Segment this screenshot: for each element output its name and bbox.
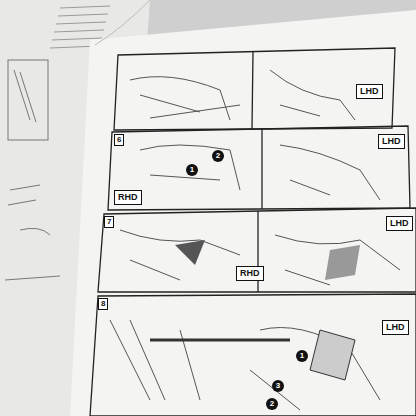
callout-number: 1 [296, 350, 308, 362]
side-tag: LHD [356, 84, 383, 99]
step-number: 8 [98, 298, 108, 310]
step-number: 6 [114, 134, 124, 146]
callout-number: 2 [266, 398, 278, 410]
callout-number: 2 [212, 150, 224, 162]
callout-number: 3 [272, 380, 284, 392]
side-tag: RHD [236, 266, 264, 281]
callout-number: 1 [186, 164, 198, 176]
step-number: 7 [104, 216, 114, 228]
side-tag: LHD [382, 320, 409, 335]
side-tag: LHD [378, 134, 405, 149]
side-tag: RHD [114, 190, 142, 205]
side-tag: LHD [386, 216, 413, 231]
